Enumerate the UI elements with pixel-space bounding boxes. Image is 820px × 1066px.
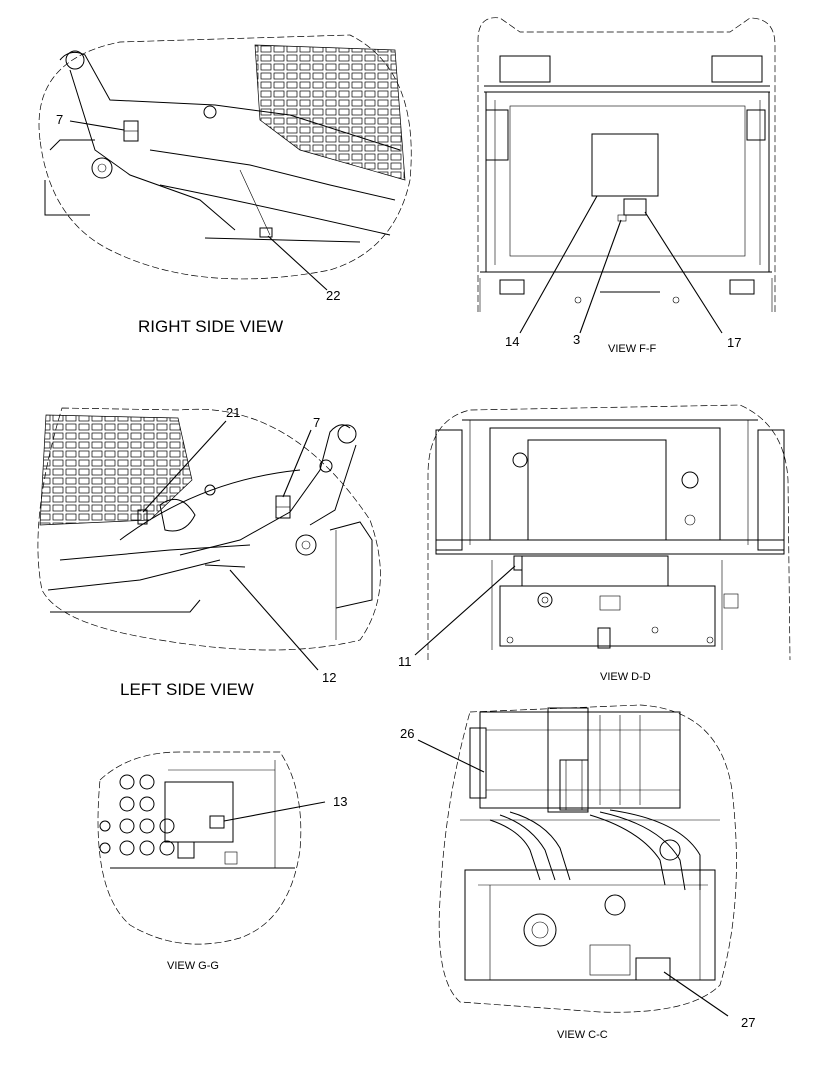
decal-11	[513, 555, 523, 571]
view-title: VIEW G-G	[167, 960, 219, 972]
callout-14: 14	[505, 334, 519, 349]
callout-22: 22	[326, 288, 340, 303]
view-title: RIGHT SIDE VIEW	[138, 317, 283, 336]
view-d-d: 11 VIEW D-D	[398, 404, 791, 683]
callout-3: 3	[573, 332, 580, 347]
port-block	[99, 774, 175, 856]
callout-17: 17	[727, 335, 741, 350]
grille	[254, 44, 406, 181]
right-side-view: 7 22 RIGHT SIDE VIEW	[38, 34, 412, 336]
decal-27	[635, 957, 671, 981]
view-f-f: 14 3 17 VIEW F-F	[477, 17, 776, 355]
callout-27: 27	[741, 1015, 755, 1030]
decal-17	[623, 198, 647, 216]
decal-21	[137, 509, 148, 525]
decal-14	[591, 133, 659, 197]
decal-13	[209, 815, 225, 829]
callout-12: 12	[322, 670, 336, 685]
callout-11: 11	[398, 654, 412, 669]
callout-7: 7	[313, 415, 320, 430]
callout-21: 21	[226, 405, 240, 420]
callout-13: 13	[333, 794, 347, 809]
view-title: VIEW F-F	[608, 343, 657, 355]
view-title: LEFT SIDE VIEW	[120, 680, 254, 699]
view-title: VIEW C-C	[557, 1029, 608, 1041]
view-g-g: 13 VIEW G-G	[97, 751, 347, 972]
decal-22	[259, 227, 273, 238]
left-side-view: 21 7 12 LEFT SIDE VIEW	[37, 405, 381, 699]
view-title: VIEW D-D	[600, 671, 651, 683]
callout-26: 26	[400, 726, 414, 741]
callout-7: 7	[56, 112, 63, 127]
decal-3	[617, 214, 627, 222]
view-c-c: 26 27 VIEW C-C	[400, 704, 755, 1041]
